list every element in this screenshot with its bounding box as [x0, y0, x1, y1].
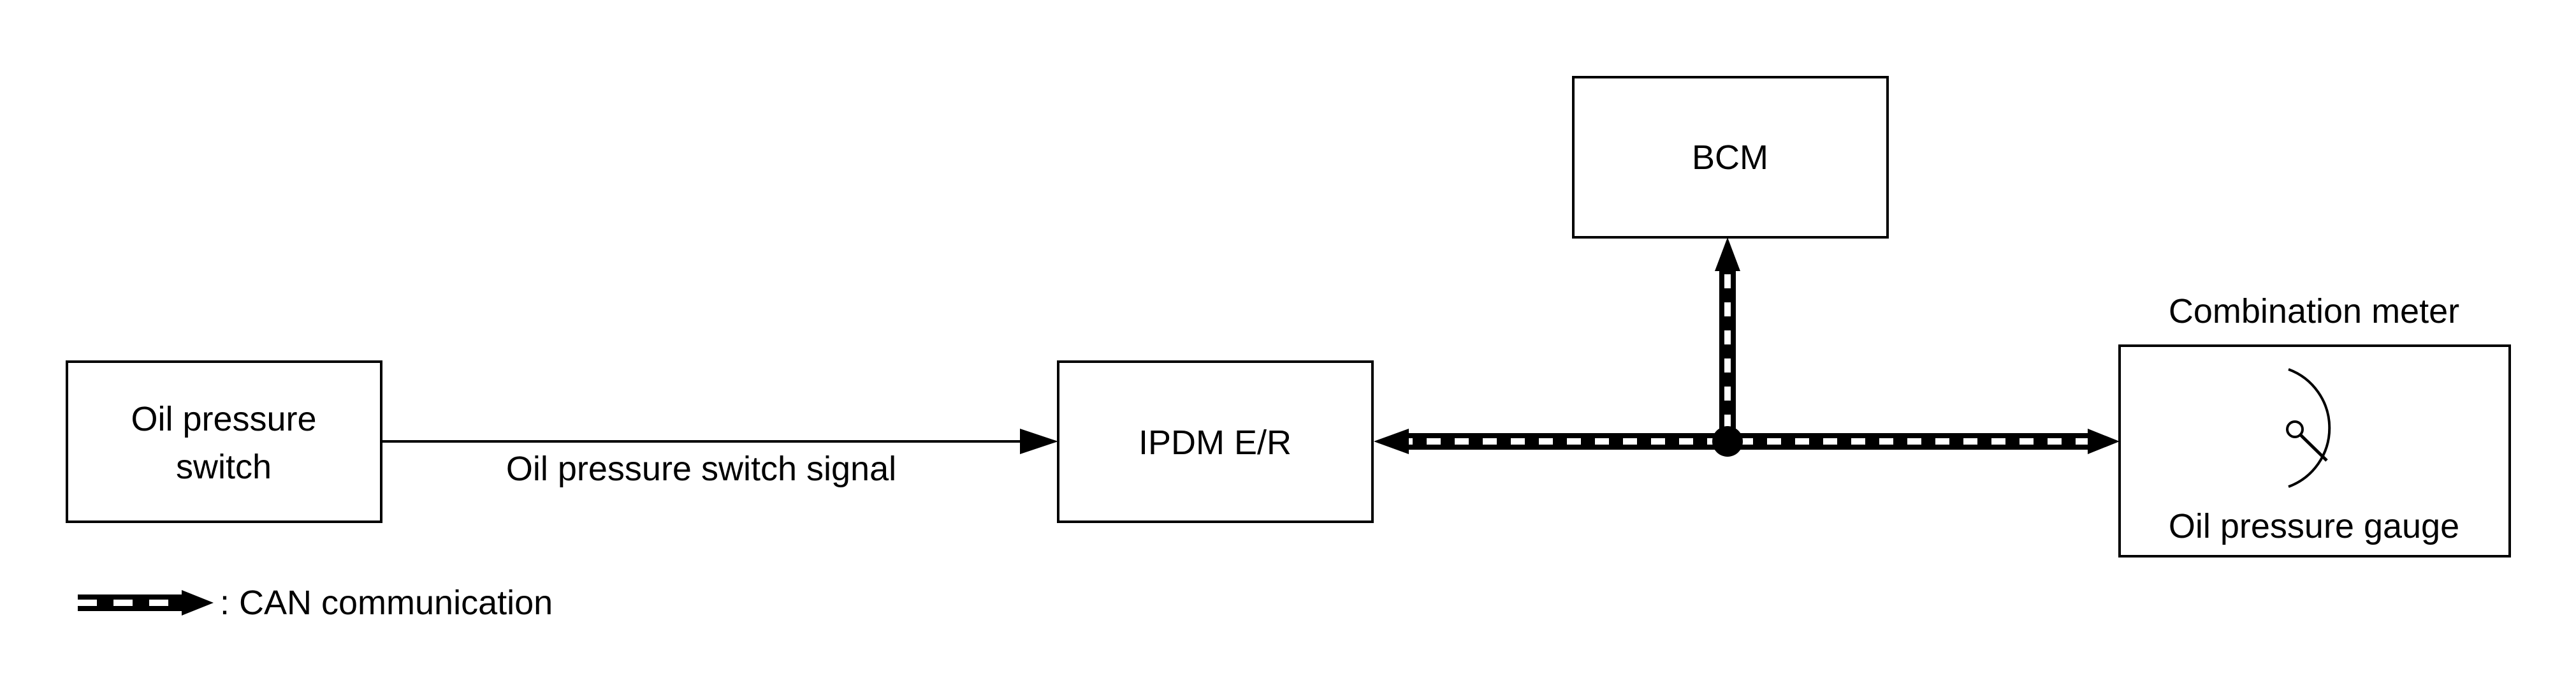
legend-can-symbol — [78, 590, 214, 616]
ipdm-node: IPDM E/R — [1057, 360, 1374, 523]
oil-pressure-switch-label-line1: Oil pressure — [131, 400, 316, 438]
oil-pressure-switch-node: Oil pressure switch — [66, 360, 382, 523]
oil-pressure-gauge-icon — [2286, 368, 2331, 488]
switch-signal-arrowhead — [1020, 429, 1058, 454]
oil-pressure-switch-label-line2: switch — [176, 448, 272, 486]
oil-pressure-gauge-label: Oil pressure gauge — [2169, 507, 2459, 545]
ipdm-label: IPDM E/R — [1139, 424, 1292, 462]
combination-meter-box — [2118, 344, 2511, 557]
can-bus — [1374, 237, 2120, 457]
legend-can-label: : CAN communication — [220, 584, 553, 622]
can-line-to-meter — [1728, 429, 2120, 454]
bcm-box — [1572, 76, 1889, 239]
ipdm-box — [1057, 360, 1374, 523]
can-junction-dot — [1712, 426, 1743, 457]
can-line-to-bcm — [1715, 237, 1740, 441]
bcm-label: BCM — [1692, 138, 1768, 177]
combination-meter-node: Combination meter Oil pressure gauge — [2118, 292, 2511, 557]
oil-pressure-switch-box — [66, 360, 382, 523]
combination-meter-title: Combination meter — [2169, 292, 2459, 330]
can-line-to-ipdm — [1374, 429, 1728, 454]
legend: : CAN communication — [78, 584, 553, 622]
switch-signal-label: Oil pressure switch signal — [506, 450, 896, 488]
bcm-node: BCM — [1572, 76, 1889, 239]
switch-signal-edge: Oil pressure switch signal — [381, 429, 1058, 488]
